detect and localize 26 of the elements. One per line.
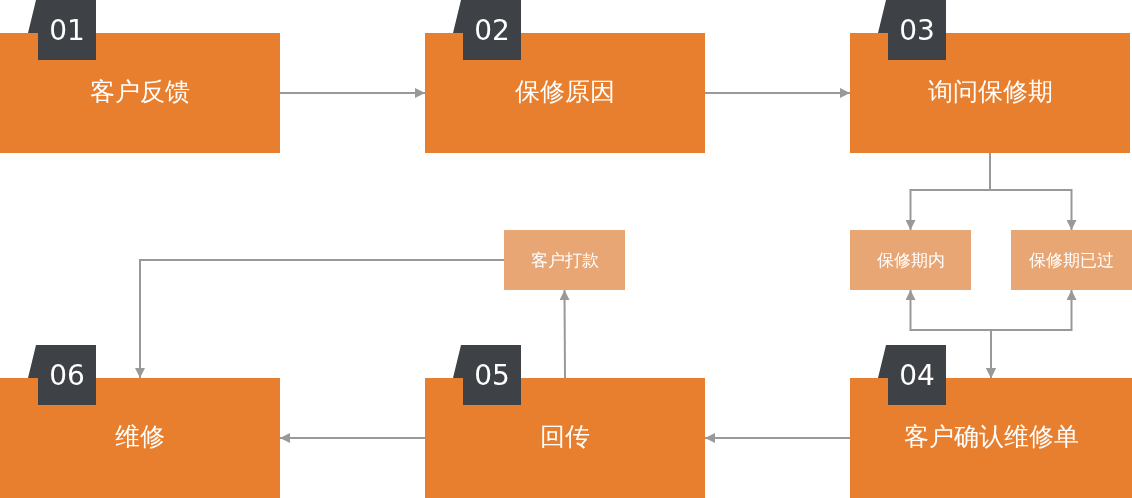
option-box <box>504 230 625 290</box>
arrow <box>986 289 1077 379</box>
option-box <box>850 230 971 290</box>
arrow <box>704 88 851 98</box>
step-label: 询问保修期 <box>927 75 1053 108</box>
step-label: 客户打款 <box>530 248 599 272</box>
arrow <box>279 433 426 443</box>
step-number-tab: 02 <box>453 0 521 60</box>
arrow <box>279 88 426 98</box>
step-number-tab: 06 <box>28 345 96 405</box>
step-label: 保修期内 <box>876 248 945 272</box>
step-number-tab: 01 <box>28 0 96 60</box>
step-label: 维修 <box>115 420 165 453</box>
arrow <box>704 433 851 443</box>
step-number-tab: 05 <box>453 345 521 405</box>
step-number-tab: 04 <box>878 345 946 405</box>
arrow <box>135 259 505 379</box>
step-label: 客户确认维修单 <box>903 420 1079 453</box>
arrow <box>989 152 1077 231</box>
step-label: 客户反馈 <box>90 75 190 108</box>
step-label: 保修原因 <box>515 75 615 108</box>
step-label: 保修期已过 <box>1029 248 1114 272</box>
step-label: 回传 <box>540 420 590 453</box>
arrow <box>559 289 570 379</box>
step-number-tab: 03 <box>878 0 946 60</box>
option-box <box>1011 230 1132 290</box>
